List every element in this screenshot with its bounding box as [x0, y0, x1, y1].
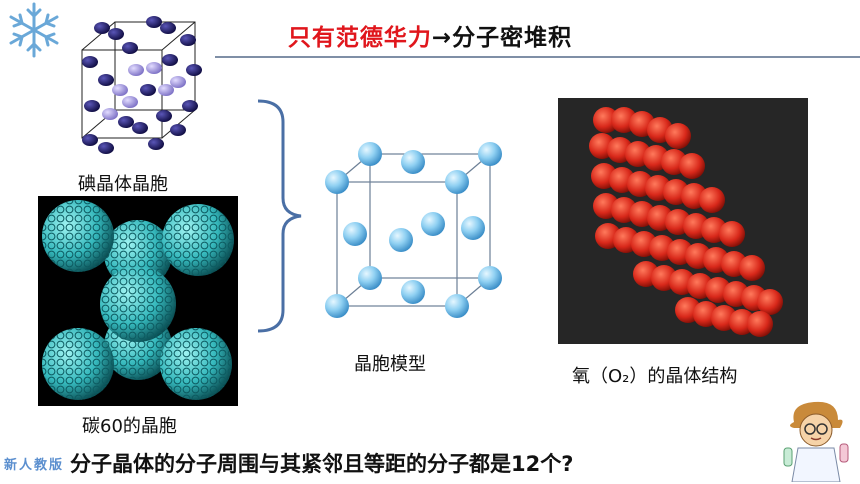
question-text: 分子晶体的分子周围与其紧邻且等距的分子都是12个? — [70, 452, 574, 476]
fcc-model-image — [325, 142, 502, 318]
page-title: 只有范德华力→分子密堆积 — [0, 18, 860, 52]
footer-logo: 新人教版 — [4, 458, 65, 473]
iodine-cell-image — [81, 16, 202, 154]
title-highlight: 只有范德华力 — [287, 25, 432, 51]
iodine-caption: 碘晶体晶胞 — [78, 174, 168, 195]
snowflake-icon — [9, 2, 59, 58]
title-rest: →分子密堆积 — [431, 25, 573, 51]
title-divider — [215, 56, 860, 58]
scientist-cartoon-icon — [783, 401, 849, 482]
c60-cell-image — [38, 196, 238, 406]
oxygen-crystal-image — [558, 98, 808, 344]
c60-caption: 碳60的晶胞 — [82, 416, 177, 437]
oxygen-caption: 氧（O₂）的晶体结构 — [572, 366, 738, 387]
model-caption: 晶胞模型 — [354, 354, 426, 375]
grouping-bracket — [257, 99, 302, 333]
